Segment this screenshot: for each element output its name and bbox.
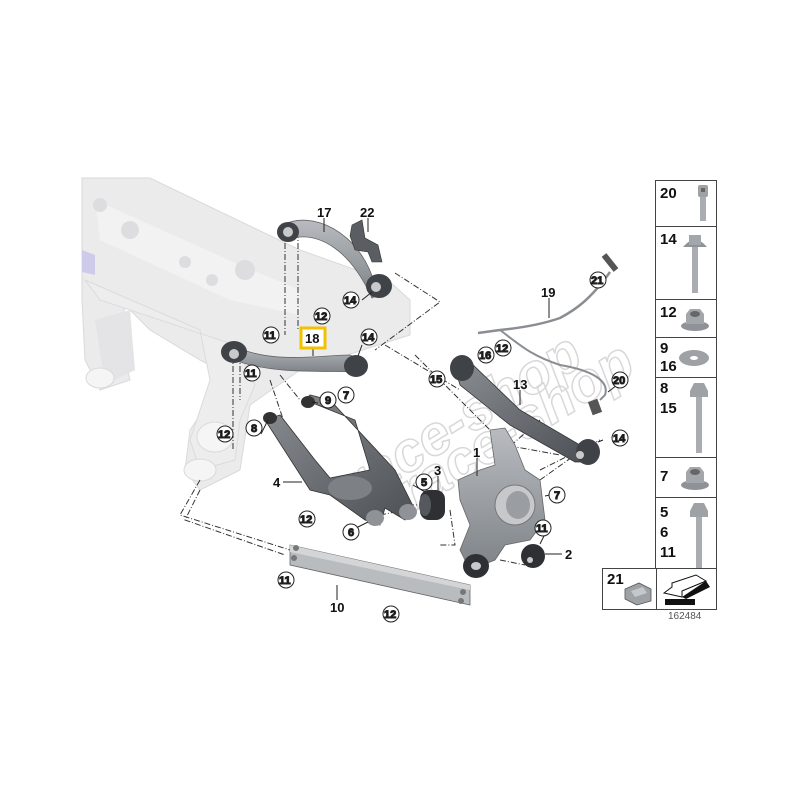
callout-12-link[interactable]: 12 xyxy=(298,510,316,528)
legend-cell-21[interactable]: 21 xyxy=(603,569,657,609)
svg-text:14: 14 xyxy=(344,295,357,307)
svg-text:11: 11 xyxy=(536,523,548,535)
legend-cell-9-16[interactable]: 9 16 xyxy=(656,338,716,378)
svg-text:16: 16 xyxy=(479,350,491,362)
svg-text:7: 7 xyxy=(554,490,560,502)
legend-cell-5-6-11[interactable]: 5 6 11 xyxy=(656,498,716,572)
callout-11-b[interactable]: 11 xyxy=(243,364,261,382)
part-19-speed-sensor-cable[interactable] xyxy=(477,253,619,416)
legend-number: 11 xyxy=(660,544,676,561)
legend-number: 9 xyxy=(660,340,669,357)
svg-text:8: 8 xyxy=(251,423,257,435)
direction-arrow-icon xyxy=(662,574,710,605)
label-18: 18 xyxy=(305,331,319,346)
socket-head-bolt-icon xyxy=(698,185,708,221)
legend-cell-12[interactable]: 12 xyxy=(656,300,716,338)
legend-number: 16 xyxy=(660,358,677,375)
flange-nut-icon xyxy=(681,467,709,490)
legend-number: 6 xyxy=(660,524,669,541)
highlight-part-18[interactable]: 18 xyxy=(299,326,327,350)
part-4-trailing-arm[interactable] xyxy=(263,394,417,526)
callout-7-top[interactable]: 7 xyxy=(337,386,355,404)
part-22-bracket[interactable] xyxy=(349,219,383,263)
callout-15[interactable]: 15 xyxy=(428,370,446,388)
svg-text:21: 21 xyxy=(591,275,603,287)
svg-text:20: 20 xyxy=(613,375,625,387)
callout-8[interactable]: 8 xyxy=(245,419,263,437)
legend-number: 7 xyxy=(660,468,669,485)
clip-icon xyxy=(624,582,652,606)
svg-text:6: 6 xyxy=(348,527,354,539)
legend-number: 5 xyxy=(660,504,669,521)
legend-bottom-row: 21 xyxy=(602,568,717,610)
legend-number: 15 xyxy=(660,400,677,417)
label-4: 4 xyxy=(273,475,281,490)
callout-16[interactable]: 16 xyxy=(477,346,495,364)
svg-text:11: 11 xyxy=(264,330,276,342)
callout-12-upper[interactable]: 12 xyxy=(313,307,331,325)
svg-text:15: 15 xyxy=(430,374,442,386)
callout-12-left[interactable]: 12 xyxy=(216,425,234,443)
label-3: 3 xyxy=(434,463,441,478)
callouts: 14 12 14 11 11 12 8 9 7 21 16 12 15 20 1… xyxy=(216,271,629,623)
part-13-control-arm[interactable] xyxy=(450,355,600,465)
callout-20[interactable]: 20 xyxy=(611,371,629,389)
washer-icon xyxy=(679,350,709,366)
part-1-wheel-carrier[interactable] xyxy=(457,427,546,578)
callout-14-mid[interactable]: 14 xyxy=(360,328,378,346)
callout-11-link[interactable]: 11 xyxy=(277,571,295,589)
part-10-lower-link[interactable] xyxy=(289,544,471,606)
callout-11-a[interactable]: 11 xyxy=(262,326,280,344)
svg-text:7: 7 xyxy=(343,390,349,402)
callout-14-right[interactable]: 14 xyxy=(611,429,629,447)
label-10: 10 xyxy=(330,600,344,615)
callout-21[interactable]: 21 xyxy=(589,271,607,289)
callout-5[interactable]: 5 xyxy=(415,473,433,491)
callout-11-knuckle[interactable]: 11 xyxy=(534,519,552,537)
part-2-bushing[interactable] xyxy=(521,544,545,568)
svg-text:12: 12 xyxy=(315,311,327,323)
part-3-bushing[interactable] xyxy=(419,490,445,520)
long-hex-bolt-icon xyxy=(690,503,708,569)
label-22: 22 xyxy=(360,205,374,220)
svg-text:14: 14 xyxy=(362,332,375,344)
direction-arrow-cell xyxy=(657,569,716,609)
diagram-id: 162484 xyxy=(668,611,702,622)
svg-text:12: 12 xyxy=(300,514,312,526)
flange-nut-icon xyxy=(681,309,709,331)
legend-number: 12 xyxy=(660,304,677,321)
svg-text:11: 11 xyxy=(279,575,291,587)
svg-text:5: 5 xyxy=(421,477,427,489)
svg-text:14: 14 xyxy=(613,433,626,445)
svg-text:12: 12 xyxy=(384,609,396,621)
legend-cell-7[interactable]: 7 xyxy=(656,458,716,498)
hardware-legend: 20 14 12 9 16 8 15 7 5 6 11 xyxy=(655,180,717,573)
part-18-control-arm[interactable] xyxy=(221,341,368,377)
legend-number: 21 xyxy=(607,571,624,588)
legend-cell-20[interactable]: 20 xyxy=(656,181,716,227)
callout-14-upper[interactable]: 14 xyxy=(342,291,360,309)
part-17-upper-control-arm[interactable] xyxy=(277,219,392,299)
label-17: 17 xyxy=(317,205,331,220)
legend-number: 14 xyxy=(660,231,677,248)
callout-12-right[interactable]: 12 xyxy=(494,339,512,357)
legend-number: 8 xyxy=(660,380,669,397)
callout-7-right[interactable]: 7 xyxy=(548,486,566,504)
svg-text:12: 12 xyxy=(218,429,230,441)
callout-9[interactable]: 9 xyxy=(319,391,337,409)
flange-bolt-with-washer-icon xyxy=(683,235,707,293)
svg-text:11: 11 xyxy=(245,368,257,380)
label-2: 2 xyxy=(565,547,572,562)
callout-6[interactable]: 6 xyxy=(342,523,360,541)
svg-text:9: 9 xyxy=(325,395,331,407)
callout-12-bottom[interactable]: 12 xyxy=(382,605,400,623)
svg-text:12: 12 xyxy=(496,343,508,355)
legend-cell-14[interactable]: 14 xyxy=(656,227,716,300)
legend-number: 20 xyxy=(660,185,677,202)
label-1: 1 xyxy=(473,445,480,460)
label-13: 13 xyxy=(513,377,527,392)
legend-cell-8-15[interactable]: 8 15 xyxy=(656,378,716,458)
label-19: 19 xyxy=(541,285,555,300)
hex-bolt-icon xyxy=(690,383,708,453)
